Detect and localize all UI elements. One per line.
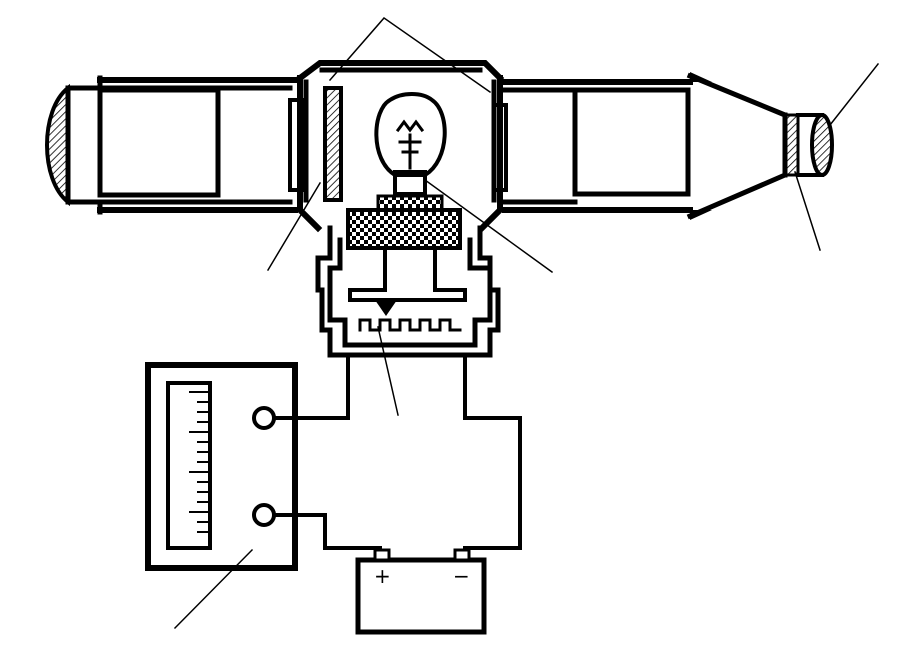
light-bulb <box>374 92 447 196</box>
potentiometer <box>358 300 462 332</box>
meter-terminal-top <box>252 406 276 430</box>
wiring <box>272 353 522 550</box>
right-lens <box>784 113 834 177</box>
regulator-body <box>315 225 501 358</box>
meter <box>145 362 298 571</box>
filter-plate <box>288 86 343 202</box>
meter-terminal-bottom <box>252 503 276 527</box>
left-lens <box>45 83 70 207</box>
right-slit <box>492 103 508 192</box>
left-tube <box>65 75 298 215</box>
meter-scale-ticks <box>189 391 209 533</box>
battery: + − <box>355 548 487 635</box>
battery-negative-label: − <box>453 564 470 588</box>
battery-positive-label: + <box>374 564 391 588</box>
bulb-socket <box>346 194 462 250</box>
right-tube <box>502 72 789 220</box>
leader-lines <box>173 16 880 630</box>
